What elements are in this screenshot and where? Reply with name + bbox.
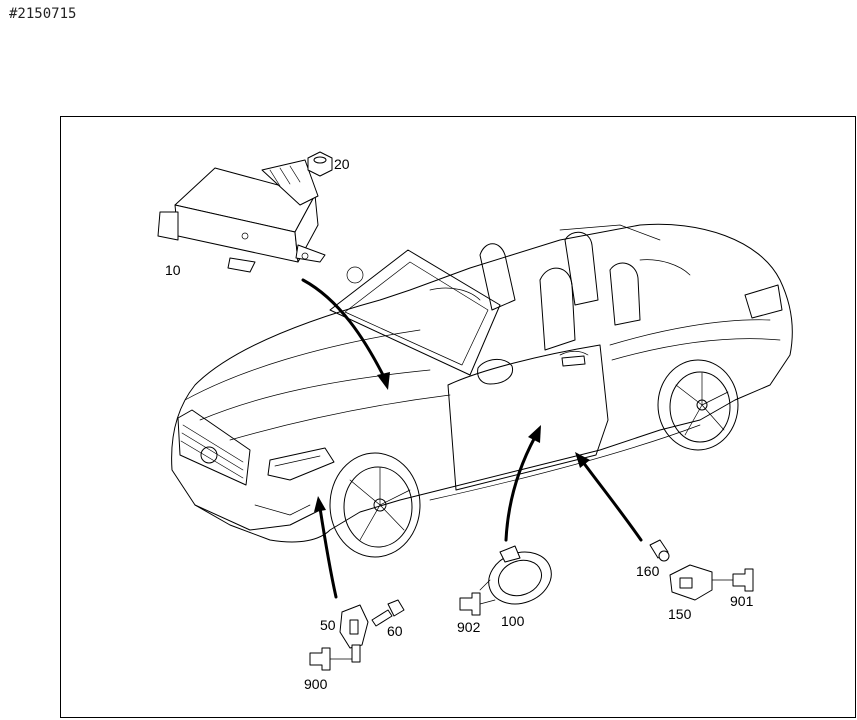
front-wheel — [329, 452, 421, 558]
sensor-50 — [339, 604, 369, 663]
arrow-sensor-100 — [504, 425, 541, 542]
sensor-100 — [479, 545, 552, 605]
arrow-sensor-150 — [575, 452, 643, 542]
connector-900 — [309, 647, 353, 671]
rear-wheel — [657, 359, 739, 451]
diagram-frame — [60, 116, 856, 718]
car-front-fascia — [177, 409, 335, 531]
car-body-outline — [171, 223, 793, 543]
connector-902 — [459, 592, 496, 616]
arrow-control-unit — [301, 278, 390, 390]
callout-150: 150 — [668, 606, 692, 622]
callout-900: 900 — [304, 676, 328, 692]
nut-20 — [307, 151, 333, 177]
document-id: #2150715 — [9, 6, 77, 22]
arrow-sensor-50 — [314, 496, 338, 599]
sensor-150 — [669, 564, 713, 601]
callout-50: 50 — [320, 617, 336, 633]
callout-902: 902 — [457, 619, 481, 635]
callout-10: 10 — [165, 262, 181, 278]
callout-20: 20 — [334, 156, 350, 172]
callout-100: 100 — [501, 613, 525, 629]
control-unit-10 — [157, 159, 326, 273]
callout-160: 160 — [636, 563, 660, 579]
bolt-160 — [649, 539, 670, 562]
callout-901: 901 — [730, 593, 754, 609]
car-seats — [346, 224, 691, 351]
connector-901 — [711, 568, 754, 592]
bolt-60 — [371, 599, 405, 627]
callout-60: 60 — [387, 623, 403, 639]
